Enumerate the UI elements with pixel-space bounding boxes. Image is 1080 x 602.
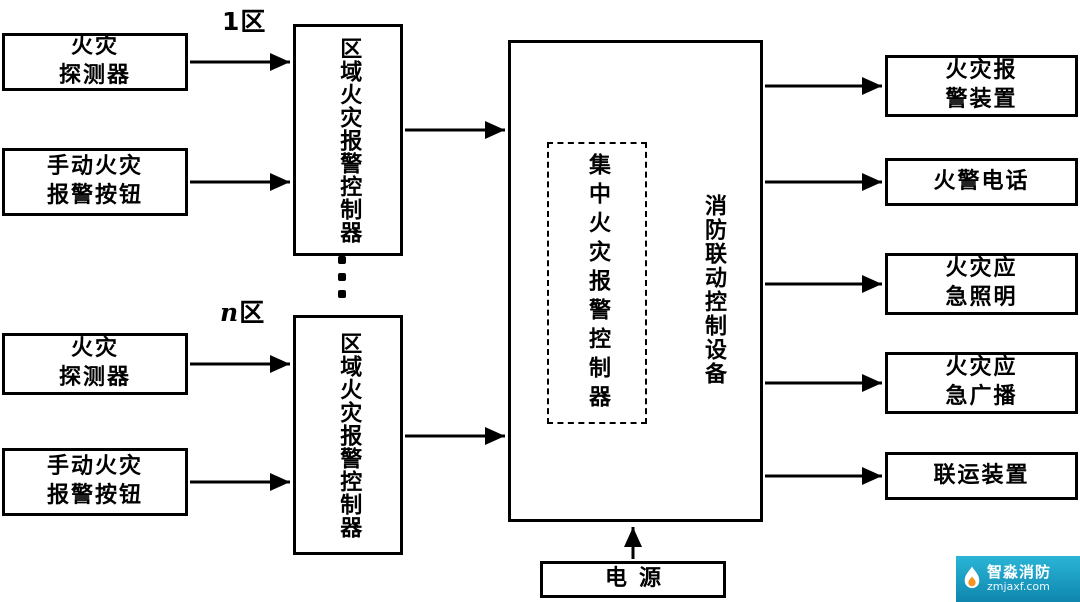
label-line: 探测器 [58, 63, 131, 88]
node-linkage-device: 联运装置 [885, 452, 1078, 500]
label-line: 火警电话 [933, 168, 1030, 194]
node-emergency-broadcast: 火灾应 急广播 [885, 352, 1078, 414]
node-fire-phone: 火警电话 [885, 158, 1078, 206]
label-zone-1-number: 1 [222, 7, 241, 36]
label-zone-n-suffix: 区 [239, 298, 266, 327]
node-emergency-lighting: 火灾应 急照明 [885, 253, 1078, 315]
continuation-dots-icon [338, 256, 346, 298]
node-zone-controller-n: 区域火灾报警控制器 [293, 315, 403, 555]
node-central-fire-alarm-controller: 集中火灾报警控制器 [547, 142, 647, 424]
label-zone-1: 1区 [222, 2, 266, 38]
watermark-url: zmjaxf.com [987, 580, 1050, 594]
label-zone-1-suffix: 区 [240, 7, 267, 36]
label-line: 报警按钮 [46, 183, 143, 208]
node-power-supply: 电源 [540, 561, 726, 598]
label-line: 火灾 [70, 336, 119, 362]
zone-controller-n-label: 区域火灾报警控制器 [336, 331, 362, 539]
label-line: 火灾应 [945, 256, 1018, 282]
label-line: 火灾应 [945, 355, 1018, 381]
label-line: 急广播 [945, 384, 1018, 409]
label-zone-n-letter: n [220, 298, 240, 327]
label-zone-n: n区 [220, 293, 265, 329]
label-line: 报警按钮 [46, 483, 143, 508]
flame-icon [964, 566, 980, 589]
label-line: 火灾报 [945, 58, 1018, 84]
label-line: 火灾 [70, 34, 119, 60]
watermark-text: 智淼消防 zmjaxf.com [987, 563, 1052, 594]
node-zone-controller-1: 区域火灾报警控制器 [293, 24, 403, 256]
node-manual-call-point-zone1: 手动火灾 报警按钮 [2, 148, 188, 216]
node-fire-detector-zonen: 火灾 探测器 [2, 333, 188, 395]
node-fire-alarm-device: 火灾报 警装置 [885, 55, 1078, 117]
node-manual-call-point-zonen: 手动火灾 报警按钮 [2, 448, 188, 516]
watermark: 智淼消防 zmjaxf.com [956, 556, 1080, 602]
watermark-title: 智淼消防 [987, 563, 1052, 582]
linkage-equipment-label: 消防联动控制设备 [701, 194, 726, 386]
label-line: 探测器 [58, 365, 131, 390]
label-line: 急照明 [945, 285, 1018, 310]
label-line: 手动火灾 [46, 454, 143, 480]
label-line: 手动火灾 [46, 154, 143, 180]
central-controller-label: 集中火灾报警控制器 [585, 152, 610, 414]
label-line: 警装置 [945, 87, 1018, 112]
power-label: 电源 [604, 566, 673, 592]
node-fire-detector-zone1: 火灾 探测器 [2, 33, 188, 91]
linkage-equipment-label-wrap: 消防联动控制设备 [678, 190, 748, 390]
zone-controller-1-label: 区域火灾报警控制器 [336, 36, 362, 244]
label-line: 联运装置 [933, 462, 1030, 488]
